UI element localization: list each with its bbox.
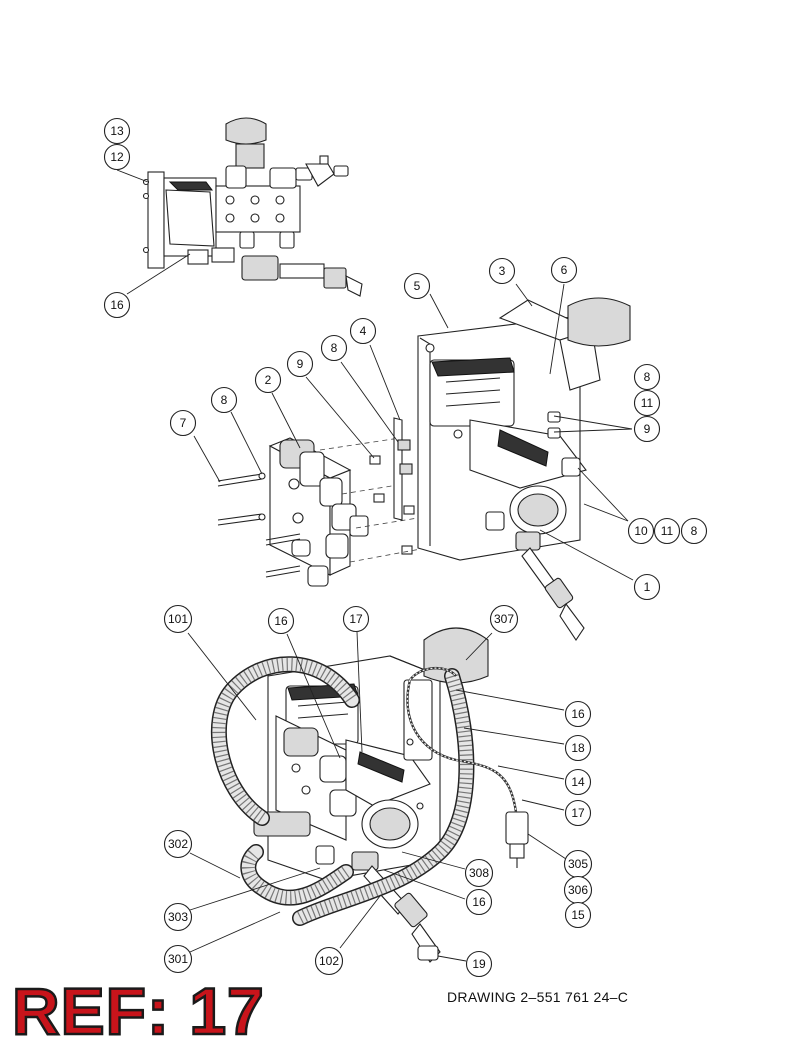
callout-3: 3 bbox=[488, 257, 516, 285]
callout-305: 305 bbox=[563, 849, 593, 879]
svg-text:16: 16 bbox=[472, 895, 486, 909]
callout-17-side: 17 bbox=[564, 799, 592, 827]
callout-102: 102 bbox=[314, 946, 344, 976]
callout-307: 307 bbox=[489, 604, 519, 634]
svg-text:10: 10 bbox=[634, 524, 648, 538]
svg-text:15: 15 bbox=[571, 908, 585, 922]
svg-text:301: 301 bbox=[168, 952, 188, 966]
svg-text:5: 5 bbox=[414, 279, 421, 293]
svg-text:4: 4 bbox=[360, 324, 367, 338]
svg-text:16: 16 bbox=[571, 707, 585, 721]
callout-16-top: 16 bbox=[103, 291, 131, 319]
svg-text:14: 14 bbox=[571, 775, 585, 789]
svg-text:8: 8 bbox=[691, 524, 698, 538]
svg-text:3: 3 bbox=[499, 264, 506, 278]
callout-16-lower: 16 bbox=[267, 607, 295, 635]
svg-text:16: 16 bbox=[110, 298, 124, 312]
callout-2: 2 bbox=[254, 366, 282, 394]
callout-301: 301 bbox=[163, 944, 193, 974]
callout-6: 6 bbox=[550, 256, 578, 284]
svg-text:102: 102 bbox=[319, 954, 339, 968]
svg-text:11: 11 bbox=[661, 524, 674, 538]
svg-text:11: 11 bbox=[641, 396, 654, 410]
callout-1: 1 bbox=[633, 573, 661, 601]
svg-text:303: 303 bbox=[168, 910, 188, 924]
svg-text:16: 16 bbox=[274, 614, 288, 628]
callout-19: 19 bbox=[465, 950, 493, 978]
svg-text:1: 1 bbox=[644, 580, 651, 594]
callout-9-mid: 9 bbox=[286, 350, 314, 378]
callout-11-bottom: 11 bbox=[653, 517, 681, 545]
leader-lines bbox=[116, 169, 634, 962]
callout-11-right: 11 bbox=[633, 389, 661, 417]
ref-label: REF: 17 bbox=[11, 974, 265, 1048]
svg-text:19: 19 bbox=[472, 957, 486, 971]
svg-text:2: 2 bbox=[265, 373, 272, 387]
manifold-block-exploded bbox=[217, 417, 453, 587]
svg-text:8: 8 bbox=[221, 393, 228, 407]
callout-4: 4 bbox=[349, 317, 377, 345]
svg-text:307: 307 bbox=[494, 612, 514, 626]
svg-text:8: 8 bbox=[331, 341, 338, 355]
callout-5: 5 bbox=[403, 272, 431, 300]
top-assembly-view bbox=[142, 117, 363, 297]
callout-101: 101 bbox=[163, 604, 193, 634]
callout-10: 10 bbox=[627, 517, 655, 545]
svg-text:302: 302 bbox=[168, 837, 188, 851]
callout-14: 14 bbox=[564, 768, 592, 796]
svg-text:6: 6 bbox=[561, 263, 568, 277]
svg-text:12: 12 bbox=[110, 150, 124, 164]
callout-16-side: 16 bbox=[564, 700, 592, 728]
bottom-assembled-view bbox=[253, 627, 529, 963]
callout-8-right: 8 bbox=[633, 363, 661, 391]
callout-8-left: 8 bbox=[210, 386, 238, 414]
svg-text:13: 13 bbox=[110, 124, 124, 138]
bracket-pump-exploded bbox=[417, 297, 631, 641]
drawing-number: DRAWING 2–551 761 24–C bbox=[447, 989, 629, 1005]
svg-text:101: 101 bbox=[168, 612, 188, 626]
callout-15: 15 bbox=[564, 901, 592, 929]
callout-17-lower: 17 bbox=[342, 605, 370, 633]
callout-8-bottom: 8 bbox=[680, 517, 708, 545]
callout-306: 306 bbox=[563, 875, 593, 905]
svg-text:18: 18 bbox=[571, 741, 585, 755]
callout-308: 308 bbox=[464, 858, 494, 888]
svg-text:306: 306 bbox=[568, 883, 588, 897]
svg-text:17: 17 bbox=[571, 806, 585, 820]
sensor-wire bbox=[406, 667, 518, 813]
callout-303: 303 bbox=[163, 902, 193, 932]
svg-text:9: 9 bbox=[644, 422, 651, 436]
callout-9-right: 9 bbox=[633, 415, 661, 443]
callout-302: 302 bbox=[163, 829, 193, 859]
callout-7: 7 bbox=[169, 409, 197, 437]
callout-18: 18 bbox=[564, 734, 592, 762]
svg-text:8: 8 bbox=[644, 370, 651, 384]
svg-text:17: 17 bbox=[349, 612, 363, 626]
callout-16-bottom: 16 bbox=[465, 888, 493, 916]
svg-text:7: 7 bbox=[180, 416, 187, 430]
callout-8-mid: 8 bbox=[320, 334, 348, 362]
svg-text:305: 305 bbox=[568, 857, 588, 871]
svg-text:308: 308 bbox=[469, 866, 489, 880]
svg-text:9: 9 bbox=[297, 357, 304, 371]
callout-13: 13 bbox=[103, 117, 131, 145]
callout-12: 12 bbox=[103, 143, 131, 171]
